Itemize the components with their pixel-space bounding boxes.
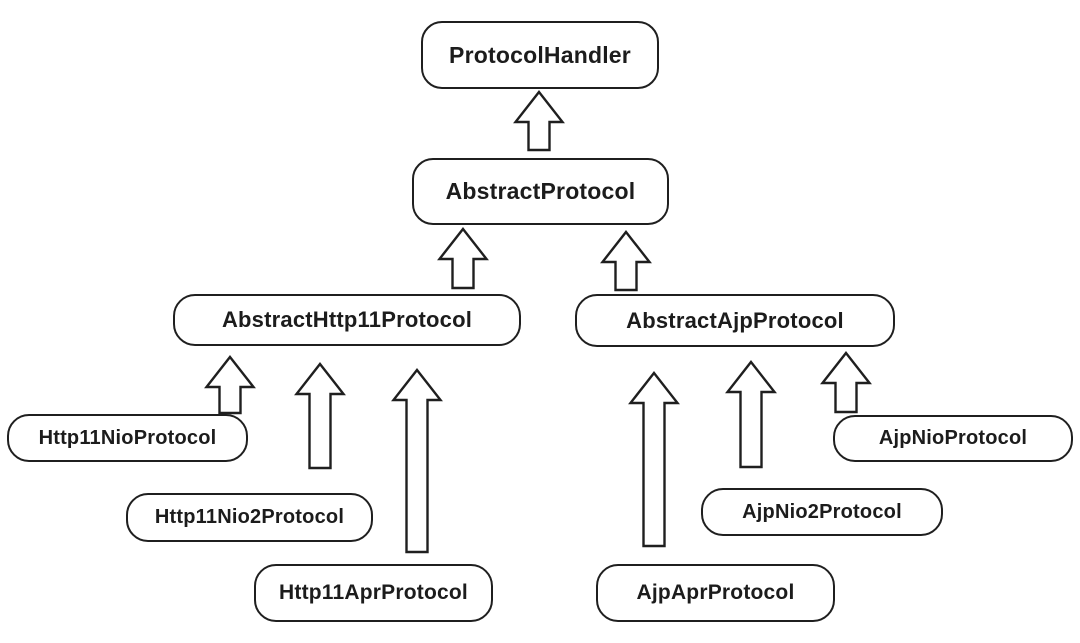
- arrow-http11aprprotocol-to-abstracthttp11protocol: [391, 368, 443, 554]
- arrow-abstractprotocol-to-protocolhandler: [513, 90, 565, 152]
- class-box-http11aprprotocol: Http11AprProtocol: [254, 564, 493, 622]
- arrow-abstracthttp11protocol-to-abstractprotocol: [437, 227, 489, 290]
- class-box-abstracthttp11protocol: AbstractHttp11Protocol: [173, 294, 521, 346]
- class-box-abstractajpprotocol: AbstractAjpProtocol: [575, 294, 895, 347]
- class-box-ajpnioprotocol: AjpNioProtocol: [833, 415, 1073, 462]
- class-box-protocolhandler: ProtocolHandler: [421, 21, 659, 89]
- arrow-http11nio2protocol-to-abstracthttp11protocol: [294, 362, 346, 470]
- arrow-http11nioprotocol-to-abstracthttp11protocol: [204, 355, 256, 415]
- class-box-ajpnio2protocol: AjpNio2Protocol: [701, 488, 943, 536]
- class-box-http11nio2protocol: Http11Nio2Protocol: [126, 493, 373, 542]
- arrow-abstractajpprotocol-to-abstractprotocol: [600, 230, 652, 292]
- arrow-ajpnio2protocol-to-abstractajpprotocol: [725, 360, 777, 469]
- arrow-ajpnioprotocol-to-abstractajpprotocol: [820, 351, 872, 414]
- class-box-http11nioprotocol: Http11NioProtocol: [7, 414, 248, 462]
- class-box-ajpaprprotocol: AjpAprProtocol: [596, 564, 835, 622]
- arrow-ajpaprprotocol-to-abstractajpprotocol: [628, 371, 680, 548]
- class-box-abstractprotocol: AbstractProtocol: [412, 158, 669, 225]
